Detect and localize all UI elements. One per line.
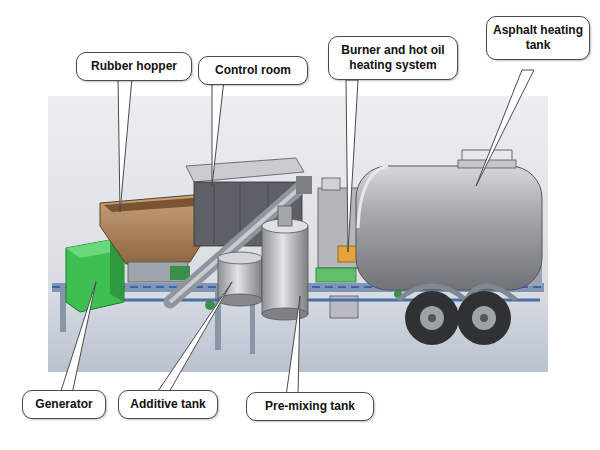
- callout-label: Burner and hot oil heating system: [335, 43, 451, 73]
- callout-label: Control room: [205, 63, 301, 78]
- trailer-wheels: [398, 286, 516, 345]
- callout-box: Control room: [198, 56, 308, 85]
- generator-drawing: [66, 240, 124, 312]
- callout-tail: [212, 80, 224, 186]
- callout-label: Asphalt heating tank: [493, 23, 583, 53]
- callout-box: Additive tank: [118, 390, 218, 419]
- pre-mixing-tank-drawing: [262, 206, 308, 320]
- callout-tail: [118, 78, 132, 212]
- callout-label: Generator: [29, 397, 99, 412]
- callout-box: Pre-mixing tank: [246, 392, 374, 421]
- callout-tail: [346, 80, 358, 252]
- callout-box: Burner and hot oil heating system: [328, 36, 458, 80]
- callout-tail: [476, 70, 534, 186]
- callout-tail: [286, 296, 300, 396]
- callout-tail: [60, 282, 96, 394]
- asphalt-tank-drawing: [356, 150, 542, 290]
- callout-box: Asphalt heating tank: [486, 16, 590, 60]
- callout-box: Rubber hopper: [76, 52, 192, 81]
- callout-label: Pre-mixing tank: [253, 399, 367, 414]
- callout-label: Rubber hopper: [83, 59, 185, 74]
- callout-label: Additive tank: [125, 397, 211, 412]
- callout-box: Generator: [22, 390, 106, 419]
- callout-tails: [60, 70, 534, 396]
- additive-tank-drawing: [218, 252, 262, 306]
- callout-tail: [156, 282, 232, 394]
